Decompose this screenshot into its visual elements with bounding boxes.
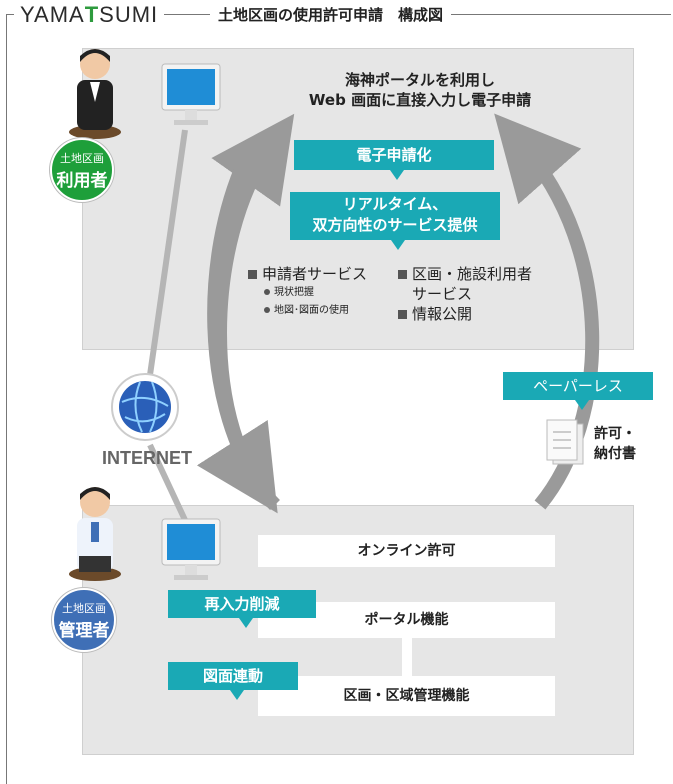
tag-drawing-link: 図面連動 — [168, 662, 298, 700]
connector-block — [402, 638, 412, 676]
company-logo: YAMATSUMI — [14, 2, 165, 28]
tag-electronic-application: 電子申請化 — [294, 140, 494, 180]
frame-left-line — [6, 14, 7, 784]
permit-document-label: 許可・ 納付書 — [594, 426, 636, 462]
bullet-dot-icon — [264, 307, 270, 313]
user-person-icon — [69, 49, 121, 139]
bullet-dot-icon — [264, 289, 270, 295]
user-role-badge: 土地区画 利用者 — [50, 138, 114, 202]
area-user-services: 区画・施設利用者 サービス 情報公開 — [398, 264, 532, 324]
admin-role-badge: 土地区画 管理者 — [52, 588, 116, 652]
online-permit-box: オンライン許可 — [258, 535, 555, 567]
internet-admin-line — [147, 443, 188, 522]
user-internet-line — [147, 129, 188, 376]
user-description: 海神ポータルを利用し Web 画面に直接入力し電子申請 — [308, 71, 532, 109]
bullet-square-icon — [398, 270, 407, 279]
user-monitor-icon — [161, 63, 221, 125]
arrow-paperless-return — [494, 113, 600, 510]
bullet-square-icon — [248, 270, 257, 279]
admin-monitor-icon — [161, 518, 221, 580]
applicant-services: 申請者サービス 現状把握 地図･図面の使用 — [248, 264, 367, 320]
internet-label: INTERNET — [102, 448, 192, 468]
admin-person-icon — [69, 487, 121, 581]
arrow-user-to-admin — [196, 157, 278, 514]
tag-paperless: ペーパーレス — [503, 372, 653, 410]
bullet-square-icon — [398, 310, 407, 319]
document-icon — [546, 419, 584, 465]
globe-icon — [111, 373, 179, 441]
page-title: 土地区画の使用許可申請 構成図 — [210, 4, 452, 26]
tag-realtime: リアルタイム、 双方向性のサービス提供 — [290, 192, 500, 250]
tag-reinput-reduction: 再入力削減 — [168, 590, 316, 628]
area-management-box: 区画・区域管理機能 — [258, 676, 555, 716]
